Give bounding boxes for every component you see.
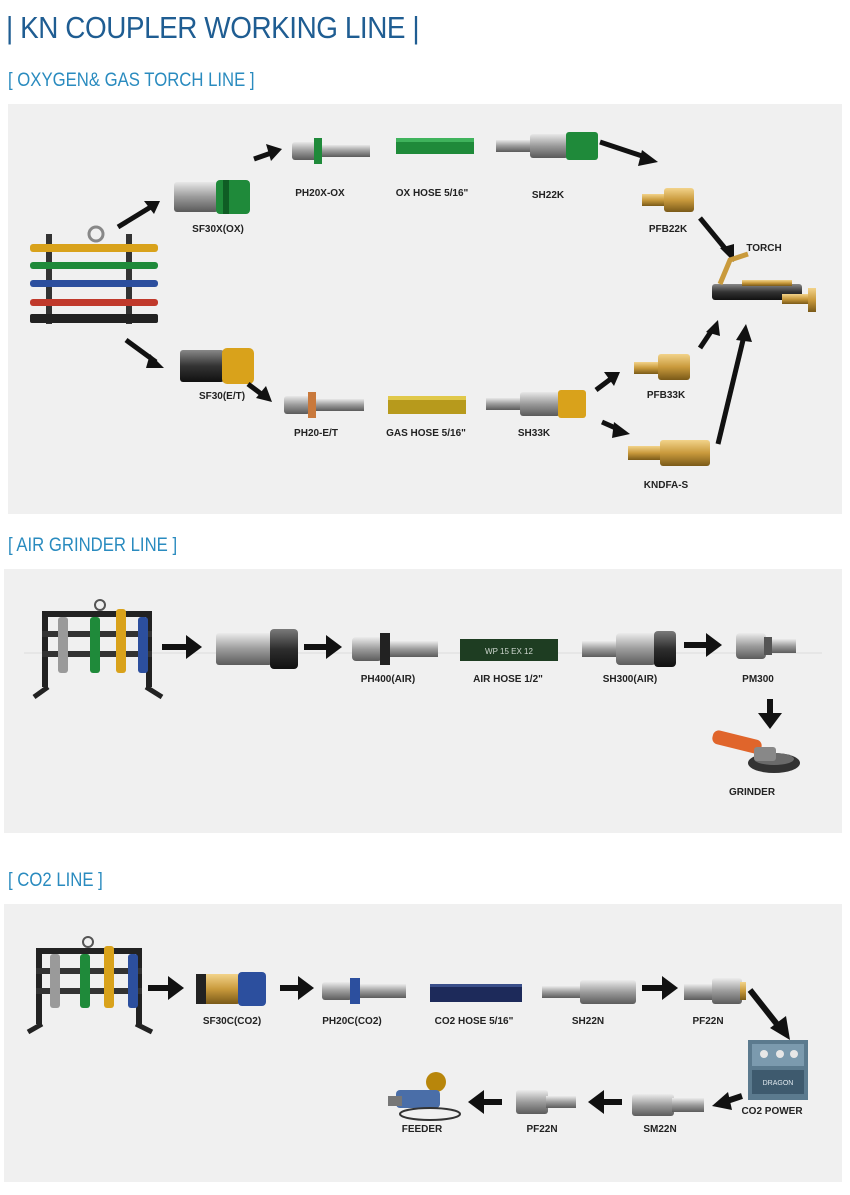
sf30x-coupler-image bbox=[174, 180, 250, 214]
arrow-to-torch-top-icon bbox=[698, 216, 734, 262]
arrow-to-ph20et-icon bbox=[246, 382, 272, 402]
pf22n-top-plug-image bbox=[684, 978, 746, 1004]
sf30c-coupler-image bbox=[196, 972, 266, 1006]
air-diagram: WP 15 EX 12 bbox=[24, 599, 822, 773]
label-pf22n-bottom: PF22N bbox=[526, 1124, 558, 1135]
gas-hose-image bbox=[388, 396, 466, 414]
arrow-manifold-to-sf30c-icon bbox=[148, 976, 184, 1000]
arrow-socket-to-ph400-icon bbox=[304, 635, 342, 659]
arrow-to-ph20x-icon bbox=[253, 144, 282, 162]
arrow-to-kndfa-icon bbox=[600, 419, 630, 438]
pf22n-bottom-plug-image bbox=[516, 1090, 576, 1114]
sh33k-socket-image bbox=[486, 390, 586, 418]
page-title: | KN COUPLER WORKING LINE | bbox=[6, 10, 420, 45]
label-co2-hose: CO2 HOSE 5/16" bbox=[434, 1016, 514, 1027]
label-ox-hose: OX HOSE 5/16" bbox=[395, 188, 469, 199]
label-gas-hose: GAS HOSE 5/16" bbox=[386, 428, 466, 439]
label-pf22n-top: PF22N bbox=[692, 1016, 724, 1027]
oxygen-gas-torch-panel: SF30X(OX) PH20X-OX OX HOSE 5/16" SH22K P… bbox=[8, 104, 842, 514]
label-ph400: PH400(AIR) bbox=[360, 674, 416, 685]
grinder-image bbox=[712, 730, 800, 773]
arrow-sf30c-to-ph20c-icon bbox=[280, 976, 314, 1000]
label-sh22n: SH22N bbox=[571, 1016, 605, 1027]
label-torch: TORCH bbox=[746, 243, 782, 254]
co2-hose-image bbox=[430, 984, 522, 1002]
label-air-hose: AIR HOSE 1/2" bbox=[473, 674, 543, 685]
ph20c-nipple-image bbox=[322, 978, 406, 1004]
arrow-pf22n-to-feeder-icon bbox=[468, 1090, 502, 1114]
pm300-plug-image bbox=[736, 633, 796, 659]
arrow-kndfa-to-torch-icon bbox=[715, 324, 752, 445]
pfb33k-plug-image bbox=[634, 354, 690, 380]
label-grinder: GRINDER bbox=[728, 787, 776, 798]
gas-manifold-image bbox=[30, 225, 158, 324]
label-sh33k: SH33K bbox=[517, 428, 551, 439]
sf30et-coupler-image bbox=[180, 348, 254, 384]
oxygen-section-label: [ OXYGEN& GAS TORCH LINE ] bbox=[8, 70, 255, 91]
label-co2-power: CO2 POWER bbox=[741, 1106, 803, 1117]
air-section-label: [ AIR GRINDER LINE ] bbox=[8, 535, 178, 556]
arrow-pf22n-to-co2-power-icon bbox=[747, 988, 790, 1040]
arrow-to-pfb22k-icon bbox=[599, 139, 658, 166]
arrow-pm300-to-grinder-icon bbox=[758, 699, 782, 729]
arrow-pfb33k-to-torch-icon bbox=[697, 320, 720, 350]
label-ph20c: PH20C(CO2) bbox=[322, 1016, 382, 1027]
arrow-manifold-to-socket-icon bbox=[162, 635, 202, 659]
label-ph20et: PH20-E/T bbox=[294, 428, 338, 439]
label-sf30x: SF30X(OX) bbox=[192, 224, 244, 235]
air-grinder-panel: WP 15 EX 12 PH400(AIR) AIR HOSE 1/2" bbox=[4, 569, 842, 833]
arrow-co2-power-to-sm22n-icon bbox=[712, 1092, 743, 1110]
kndfa-s-image bbox=[628, 440, 710, 466]
label-pfb22k: PFB22K bbox=[648, 224, 688, 235]
ph400-nipple-image bbox=[352, 633, 438, 665]
label-pfb33k: PFB33K bbox=[646, 390, 686, 401]
air-hose-image: WP 15 EX 12 bbox=[460, 639, 558, 661]
co2-power-machine-image: DRAGON bbox=[748, 1040, 808, 1100]
ox-hose-image bbox=[396, 138, 474, 154]
label-kndfa-s: KNDFA-S bbox=[643, 480, 689, 491]
sm22n-socket-image bbox=[632, 1094, 704, 1116]
arrow-to-sf30et-icon bbox=[124, 337, 164, 368]
machine-brand-text: DRAGON bbox=[763, 1080, 794, 1087]
feeder-image bbox=[388, 1072, 461, 1121]
torch-image bbox=[712, 251, 816, 312]
oxygen-diagram bbox=[30, 132, 816, 466]
co2-section-label: [ CO2 LINE ] bbox=[8, 870, 103, 891]
air-hose-print: WP 15 EX 12 bbox=[485, 647, 533, 656]
co2-manifold-image bbox=[26, 936, 154, 1035]
label-feeder: FEEDER bbox=[401, 1124, 443, 1135]
air-socket-image bbox=[216, 629, 298, 669]
co2-panel: DRAGON SF30C(CO2) PH20C(CO2) bbox=[4, 904, 842, 1182]
label-sh300: SH300(AIR) bbox=[602, 674, 658, 685]
label-pm300: PM300 bbox=[742, 674, 774, 685]
arrow-sh22n-to-pf22n-icon bbox=[642, 976, 678, 1000]
label-sm22n: SM22N bbox=[643, 1124, 677, 1135]
sh22n-socket-image bbox=[542, 980, 636, 1004]
sh300-socket-image bbox=[582, 631, 676, 667]
pfb22k-plug-image bbox=[642, 188, 694, 212]
label-ph20x: PH20X-OX bbox=[295, 188, 345, 199]
ph20x-nipple-image bbox=[292, 138, 370, 164]
arrow-sm22n-to-pf22n-icon bbox=[588, 1090, 622, 1114]
label-sf30c: SF30C(CO2) bbox=[202, 1016, 262, 1027]
ph20et-nipple-image bbox=[284, 392, 364, 418]
sh22k-socket-image bbox=[496, 132, 598, 160]
arrow-sh300-to-pm300-icon bbox=[684, 633, 722, 657]
label-sh22k: SH22K bbox=[531, 190, 565, 201]
air-manifold-image bbox=[32, 599, 164, 700]
arrow-to-pfb33k-icon bbox=[594, 372, 620, 392]
arrow-to-sf30x-icon bbox=[116, 201, 160, 230]
label-sf30et: SF30(E/T) bbox=[198, 391, 246, 402]
co2-diagram: DRAGON bbox=[26, 936, 808, 1121]
